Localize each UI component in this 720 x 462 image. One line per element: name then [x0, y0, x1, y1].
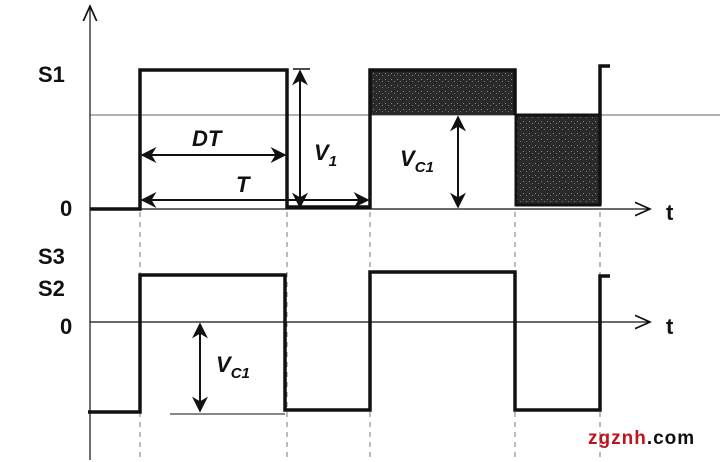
dt-label: DT — [192, 126, 223, 151]
v1-label: V1 — [314, 140, 337, 170]
shaded-region-high — [371, 71, 514, 115]
s1-waveform-tail — [598, 64, 610, 205]
s2-waveform — [88, 270, 610, 414]
vc1-label-top: VC1 — [400, 146, 434, 176]
zero-label-bottom: 0 — [60, 314, 72, 339]
t-period-label: T — [236, 172, 251, 197]
s2-label: S2 — [38, 276, 65, 301]
s3-label: S3 — [38, 244, 65, 269]
watermark: zgznh.com — [588, 428, 695, 449]
zero-label-top: 0 — [60, 196, 72, 221]
t-label-bottom: t — [666, 314, 674, 339]
s1-label: S1 — [38, 62, 65, 87]
t-label-top: t — [666, 200, 674, 225]
shaded-region-low — [514, 113, 602, 207]
vc1-label-bottom: VC1 — [216, 352, 250, 382]
